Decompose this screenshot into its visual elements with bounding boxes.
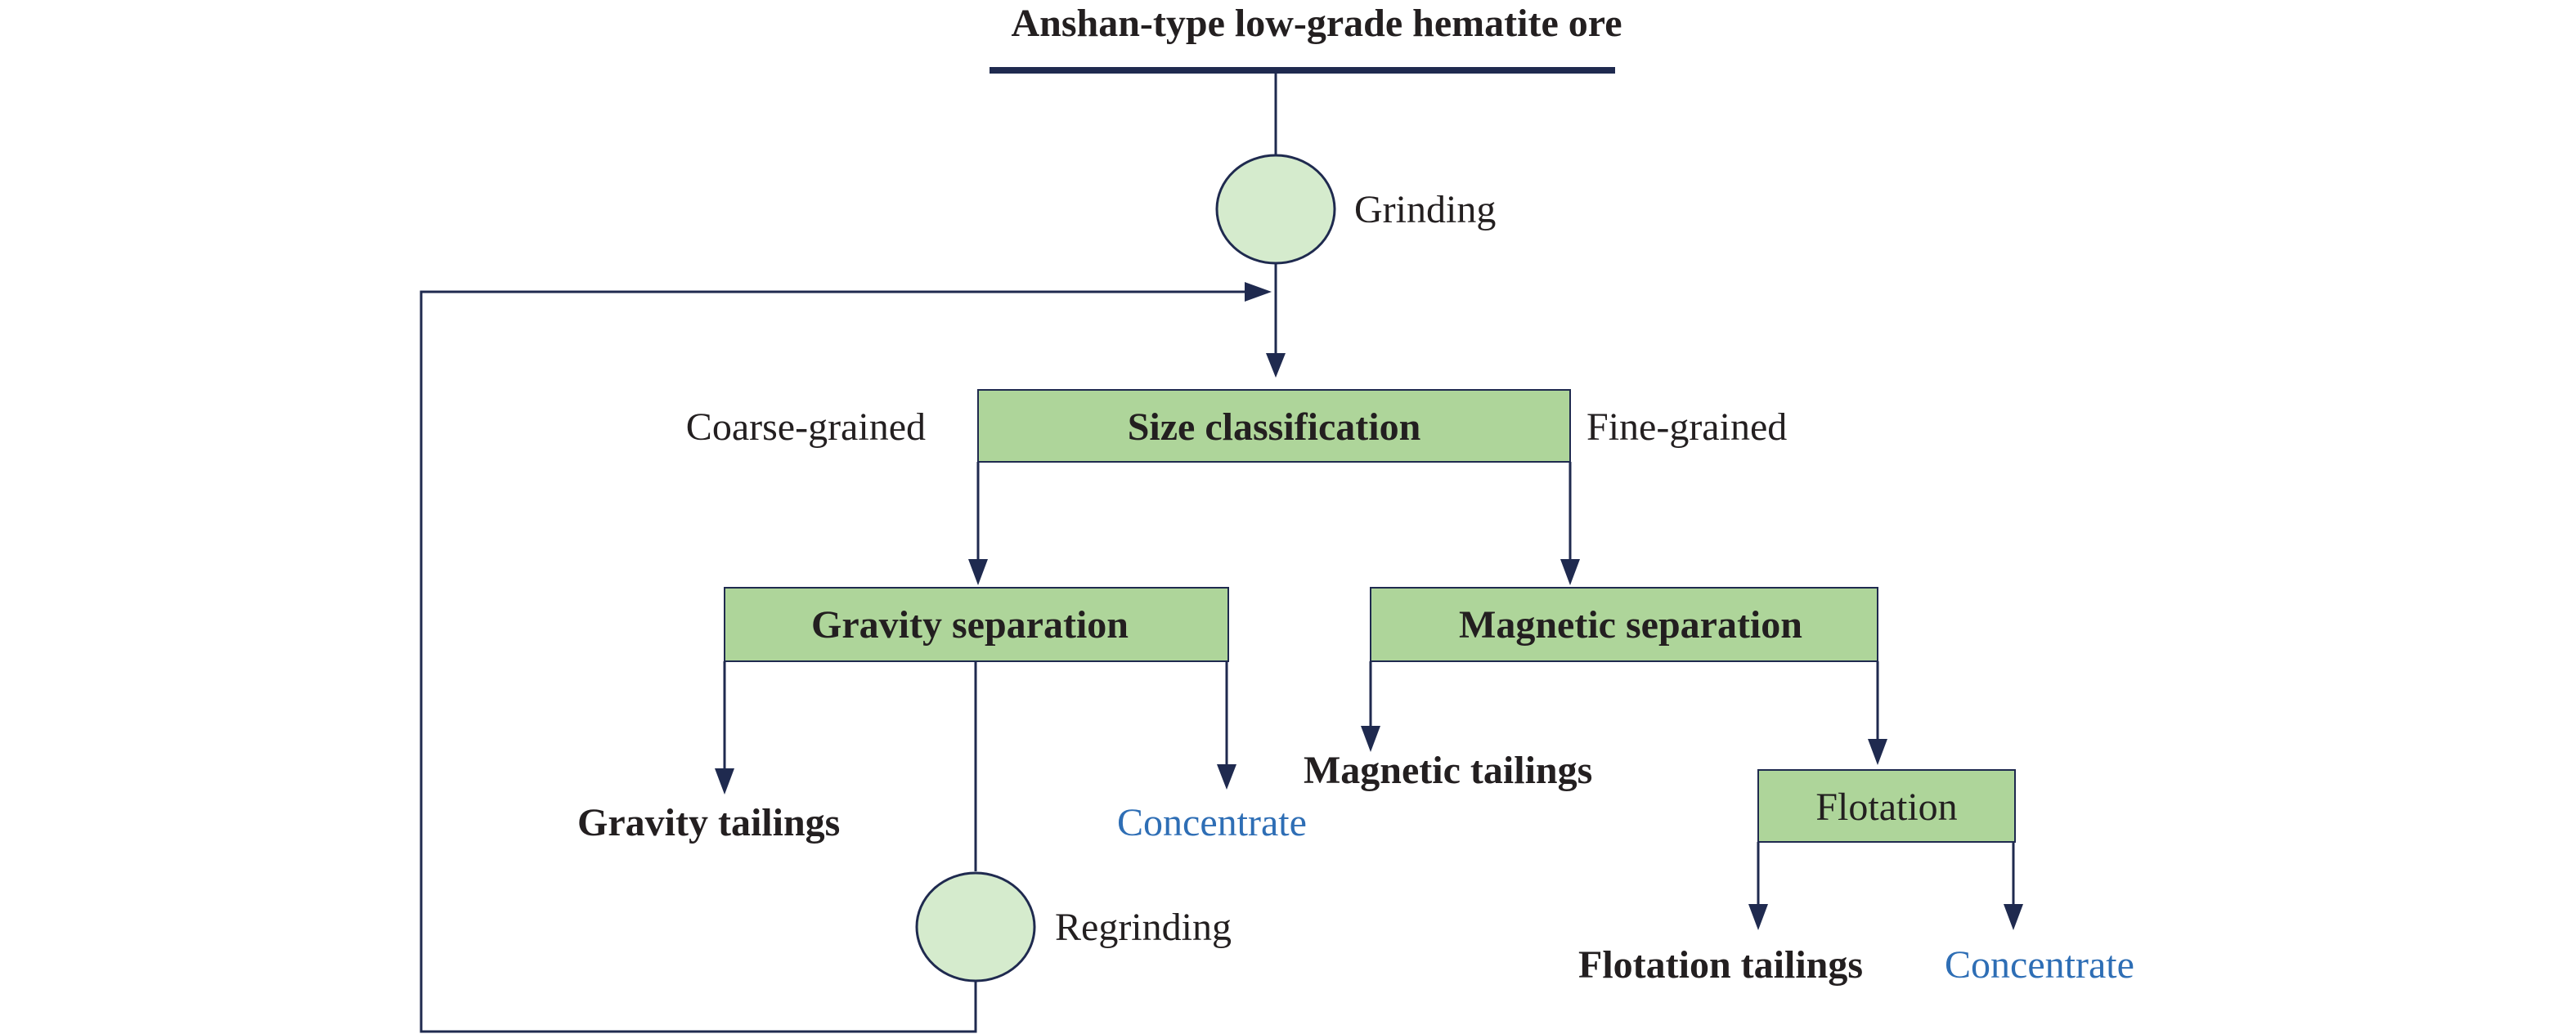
magnetic-separation-label: Magnetic separation <box>1459 603 1802 647</box>
arrow-flotation-concentrate <box>2004 904 2023 930</box>
arrow-flotation-tailings <box>1748 904 1768 930</box>
diagram-title: Anshan-type low-grade hematite ore <box>1011 2 1622 45</box>
arrow-into-gravity <box>968 559 988 585</box>
grinding-label: Grinding <box>1354 188 1496 231</box>
flotation-box <box>1757 769 2016 843</box>
gravity-separation-box <box>724 587 1229 662</box>
coarse-grained-label: Coarse-grained <box>686 405 926 449</box>
size-classification-box <box>977 389 1571 463</box>
gravity-concentrate-output: Concentrate <box>1117 801 1307 844</box>
grinding-node <box>1215 154 1336 265</box>
recycle-loop-line <box>420 290 1251 1033</box>
gravity-tailings-output: Gravity tailings <box>577 801 840 844</box>
fine-grained-label: Fine-grained <box>1586 405 1787 449</box>
regrinding-label: Regrinding <box>1055 906 1232 949</box>
arrow-recycle-into-grinding <box>1245 282 1272 302</box>
arrow-gravity-concentrate <box>1217 764 1236 790</box>
flotation-tailings-output: Flotation tailings <box>1578 943 1863 987</box>
arrow-magnetic-tailings <box>1361 726 1380 752</box>
regrinding-node <box>915 871 1036 983</box>
flotation-label: Flotation <box>1815 786 1957 829</box>
arrow-gravity-tailings <box>715 768 734 795</box>
magnetic-separation-box <box>1370 587 1878 662</box>
magnetic-tailings-output: Magnetic tailings <box>1304 749 1592 792</box>
gravity-separation-label: Gravity separation <box>811 603 1129 647</box>
size-classification-label: Size classification <box>1128 405 1421 449</box>
arrow-into-classification <box>1266 353 1286 378</box>
arrow-into-flotation <box>1868 739 1887 765</box>
arrow-into-magnetic <box>1560 559 1580 585</box>
flotation-concentrate-output: Concentrate <box>1945 943 2134 987</box>
